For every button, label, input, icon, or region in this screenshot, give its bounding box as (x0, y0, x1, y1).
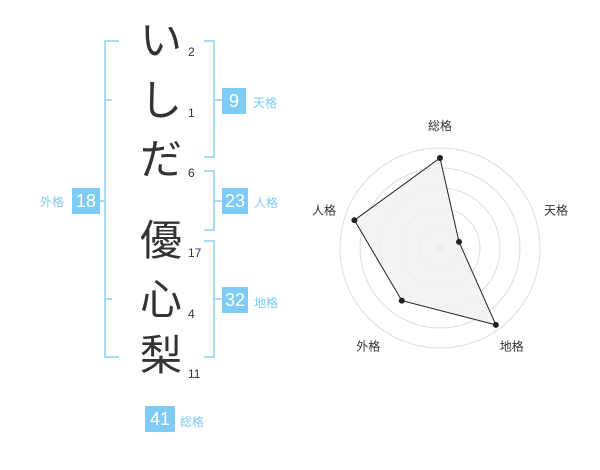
name-char-2: し (139, 76, 182, 125)
stroke-count-4: 17 (188, 246, 202, 260)
chikaku-badge: 32 (222, 287, 248, 313)
chikaku-label: 地格 (254, 296, 279, 310)
stroke-count-3: 6 (188, 166, 195, 180)
jinkaku-badge: 23 (222, 188, 248, 214)
stroke-count-5: 4 (188, 307, 195, 321)
radar-points (351, 155, 499, 328)
name-char-1: い (139, 16, 182, 65)
name-char-6: 梨 (139, 331, 182, 380)
radar-point-3 (492, 321, 499, 328)
radar-point-1 (437, 155, 443, 161)
radar-point-5 (351, 217, 358, 224)
radar-point-4 (398, 297, 405, 304)
name-char-4: 優 (139, 216, 182, 265)
name-char-5: 心 (139, 275, 182, 324)
name-char-3: だ (139, 135, 182, 184)
radar-point-2 (456, 238, 463, 245)
gaikaku-badge: 18 (72, 188, 100, 214)
soukaku-badge: 41 (145, 406, 175, 432)
radar-axis-label-2: 天格 (544, 202, 568, 217)
radar-area (353, 157, 497, 326)
tenkaku-bracket (204, 40, 222, 158)
gaikaku-bracket (94, 40, 119, 358)
gaikaku-label: 外格 (40, 195, 65, 209)
soukaku-label: 総格 (180, 415, 205, 429)
radar-axis-label-1: 総格 (428, 118, 452, 133)
radar-axis-label-5: 人格 (312, 202, 336, 217)
jinkaku-label: 人格 (254, 196, 279, 210)
stroke-count-2: 1 (188, 106, 195, 120)
tenkaku-label: 天格 (253, 96, 278, 110)
radar-ring (339, 147, 541, 349)
radar-axis-label-4: 外格 (356, 339, 380, 354)
radar-axis-label-3: 地格 (500, 339, 524, 354)
chikaku-bracket (204, 240, 222, 358)
jinkaku-bracket (204, 170, 222, 231)
stroke-count-6: 11 (188, 367, 201, 381)
stroke-count-1: 2 (188, 45, 195, 59)
tenkaku-badge: 9 (222, 88, 246, 114)
